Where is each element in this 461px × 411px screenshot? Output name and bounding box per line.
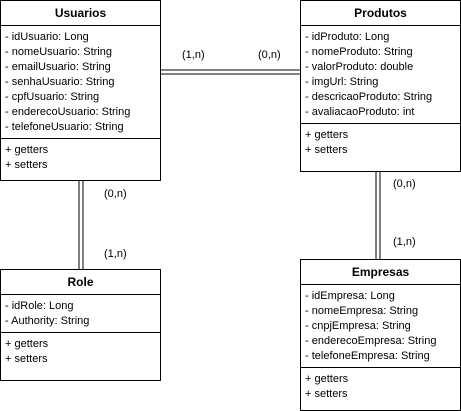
- class-usuarios-methods: + getters + setters: [1, 138, 160, 176]
- method: + getters: [305, 373, 349, 385]
- attribute: - senhaUsuario: String: [5, 76, 115, 88]
- attribute: - cnpjEmpresa: String: [305, 320, 411, 332]
- attribute: - cpfUsuario: String: [5, 91, 100, 103]
- attribute: - enderecoEmpresa: String: [305, 335, 437, 347]
- method: + getters: [5, 338, 49, 350]
- attribute: - idProduto: Long: [305, 31, 390, 43]
- method: + setters: [305, 388, 348, 400]
- attribute: - descricaoProduto: String: [305, 91, 433, 103]
- attribute: - Authority: String: [5, 315, 90, 327]
- multiplicity-usuarios-role-bottom: (1,n): [104, 248, 127, 260]
- attribute: - nomeEmpresa: String: [305, 305, 419, 317]
- attribute: - idEmpresa: Long: [305, 290, 395, 302]
- class-usuarios[interactable]: Usuarios - idUsuario: Long - nomeUsuario…: [0, 0, 161, 181]
- attribute: - idRole: Long: [5, 300, 74, 312]
- class-empresas-methods: + getters + setters: [301, 367, 460, 405]
- method: + getters: [5, 144, 49, 156]
- attribute: - nomeUsuario: String: [5, 46, 112, 58]
- method: + setters: [5, 353, 48, 365]
- attribute: - avaliacaoProduto: int: [305, 106, 415, 118]
- multiplicity-usuarios-role-top: (0,n): [104, 188, 127, 200]
- class-produtos-methods: + getters + setters: [301, 123, 460, 161]
- class-empresas-attributes: - idEmpresa: Long - nomeEmpresa: String …: [301, 285, 460, 367]
- attribute: - emailUsuario: String: [5, 61, 111, 73]
- class-usuarios-title: Usuarios: [1, 1, 160, 26]
- class-produtos-title: Produtos: [301, 1, 460, 26]
- attribute: - idUsuario: Long: [5, 31, 89, 43]
- attribute: - telefoneUsuario: String: [5, 121, 124, 133]
- class-produtos-attributes: - idProduto: Long - nomeProduto: String …: [301, 26, 460, 123]
- method: + setters: [5, 159, 48, 171]
- attribute: - nomeProduto: String: [305, 46, 413, 58]
- attribute: - telefoneEmpresa: String: [305, 350, 430, 362]
- attribute: - enderecoUsuario: String: [5, 106, 131, 118]
- class-role-title: Role: [1, 270, 160, 295]
- method: + getters: [305, 129, 349, 141]
- multiplicity-usuarios-produtos-left: (1,n): [182, 49, 205, 61]
- multiplicity-produtos-empresas-bottom: (1,n): [393, 236, 416, 248]
- attribute: - valorProduto: double: [305, 61, 414, 73]
- method: + setters: [305, 144, 348, 156]
- multiplicity-usuarios-produtos-right: (0,n): [258, 49, 281, 61]
- attribute: - imgUrl: String: [305, 76, 379, 88]
- class-role-attributes: - idRole: Long - Authority: String: [1, 295, 160, 332]
- class-role-methods: + getters + setters: [1, 332, 160, 370]
- class-produtos[interactable]: Produtos - idProduto: Long - nomeProduto…: [300, 0, 461, 172]
- class-empresas[interactable]: Empresas - idEmpresa: Long - nomeEmpresa…: [300, 259, 461, 411]
- class-empresas-title: Empresas: [301, 260, 460, 285]
- class-role[interactable]: Role - idRole: Long - Authority: String …: [0, 269, 161, 381]
- class-usuarios-attributes: - idUsuario: Long - nomeUsuario: String …: [1, 26, 160, 138]
- multiplicity-produtos-empresas-top: (0,n): [393, 178, 416, 190]
